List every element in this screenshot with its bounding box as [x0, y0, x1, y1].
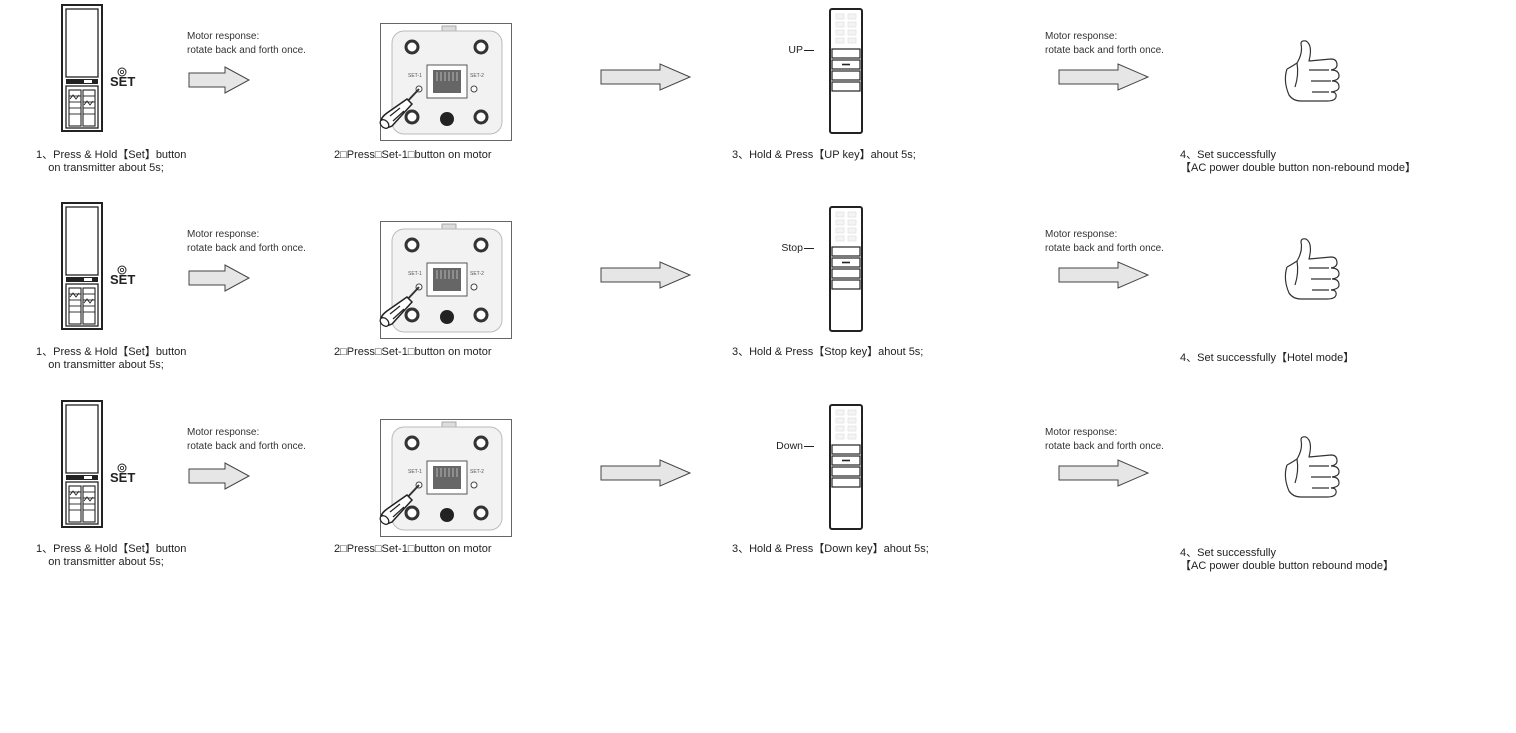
screwdriver-icon: [379, 484, 420, 525]
right-arrow-icon: [600, 261, 692, 294]
step3-caption: 3、Hold & Press【Stop key】ahout 5s;: [732, 346, 924, 358]
motor-response-text: Motor response: rotate back and forth on…: [1045, 427, 1164, 452]
step3-caption: 3、Hold & Press【Down key】ahout 5s;: [732, 543, 929, 555]
remote-front-icon: [828, 7, 864, 140]
caption-row: 1、Press & Hold【Set】button on transmitter…: [0, 543, 1516, 733]
instruction-row: SET Motor response: rotate back and fort…: [0, 198, 1516, 388]
set-label: SET: [110, 470, 136, 485]
caption-row: 1、Press & Hold【Set】button on transmitter…: [0, 346, 1516, 536]
remote-front-icon: [828, 205, 864, 338]
thumbs-up-icon: [1279, 39, 1345, 110]
screwdriver-icon: [379, 88, 420, 129]
right-arrow-icon: [600, 459, 692, 492]
motor-response-text: Motor response: rotate back and forth on…: [1045, 229, 1164, 254]
step4-caption: 4、Set successfully 【AC power double butt…: [1180, 149, 1417, 174]
key-label-text: Stop: [781, 242, 803, 254]
screwdriver-icon: [379, 286, 420, 327]
step4-caption: 4、Set successfully【Hotel mode】: [1180, 352, 1355, 364]
step2-caption: 2□Press□Set-1□button on motor: [334, 543, 492, 555]
set1-label: SET-1: [408, 469, 422, 475]
transmitter-back-icon: [60, 399, 108, 534]
right-arrow-icon: [1058, 261, 1150, 294]
motor-response-text: Motor response: rotate back and forth on…: [1045, 31, 1164, 56]
right-arrow-icon: [1058, 63, 1150, 96]
right-arrow-icon: [188, 66, 251, 99]
instruction-row: SET Motor response: rotate back and fort…: [0, 396, 1516, 586]
step1-caption: 1、Press & Hold【Set】button on transmitter…: [36, 346, 187, 371]
motor-response-text: Motor response: rotate back and forth on…: [187, 31, 306, 56]
transmitter-back-icon: [60, 201, 108, 336]
right-arrow-icon: [600, 63, 692, 96]
motor-head-icon: SET-1 SET-2: [379, 221, 512, 344]
set1-label: SET-1: [408, 271, 422, 277]
motor-response-text: Motor response: rotate back and forth on…: [187, 229, 306, 254]
step1-caption: 1、Press & Hold【Set】button on transmitter…: [36, 149, 187, 174]
right-arrow-icon: [188, 462, 251, 495]
key-label-text: Down: [776, 440, 803, 452]
set-label: SET: [110, 272, 136, 287]
thumbs-up-icon: [1279, 435, 1345, 506]
motor-head-icon: SET-1 SET-2: [379, 23, 512, 146]
right-arrow-icon: [188, 264, 251, 297]
key-label: Down: [776, 440, 814, 452]
motor-response-text: Motor response: rotate back and forth on…: [187, 427, 306, 452]
set2-label: SET-2: [470, 271, 484, 277]
step1-caption: 1、Press & Hold【Set】button on transmitter…: [36, 543, 187, 568]
thumbs-up-icon: [1279, 237, 1345, 308]
key-label: Stop: [781, 242, 814, 254]
key-label: UP: [788, 44, 814, 56]
set-button-icon: [117, 262, 127, 280]
set-button-icon: [117, 64, 127, 82]
motor-head-icon: SET-1 SET-2: [379, 419, 512, 542]
caption-row: 1、Press & Hold【Set】button on transmitter…: [0, 149, 1516, 339]
right-arrow-icon: [1058, 459, 1150, 492]
key-label-text: UP: [788, 44, 803, 56]
remote-front-icon: [828, 403, 864, 536]
step3-caption: 3、Hold & Press【UP key】ahout 5s;: [732, 149, 916, 161]
transmitter-back-icon: [60, 3, 108, 138]
set-label: SET: [110, 74, 136, 89]
step4-caption: 4、Set successfully 【AC power double butt…: [1180, 547, 1395, 572]
set1-label: SET-1: [408, 73, 422, 79]
step2-caption: 2□Press□Set-1□button on motor: [334, 149, 492, 161]
step2-caption: 2□Press□Set-1□button on motor: [334, 346, 492, 358]
instruction-row: SET Motor response: rotate back and fort…: [0, 0, 1516, 190]
set-button-icon: [117, 460, 127, 478]
set2-label: SET-2: [470, 73, 484, 79]
set2-label: SET-2: [470, 469, 484, 475]
